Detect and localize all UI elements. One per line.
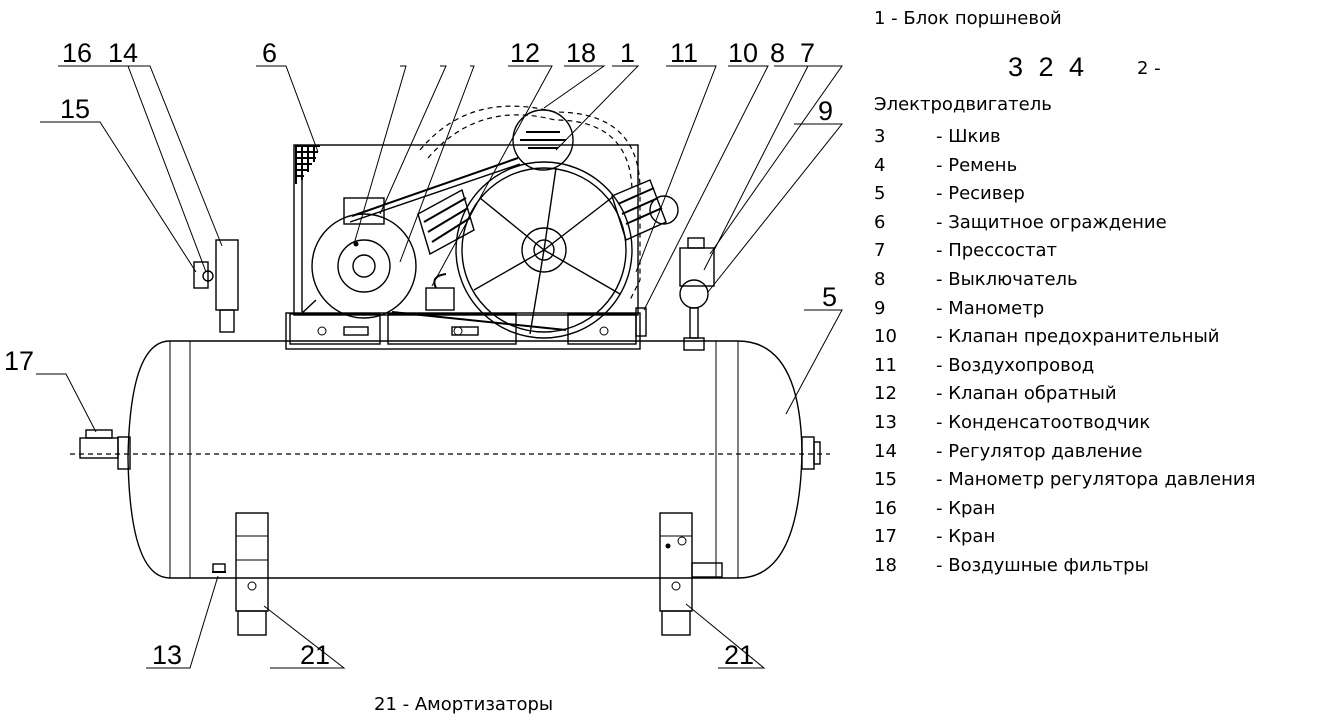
bottom-caption: 21 - Амортизаторы xyxy=(374,694,554,715)
receiver-tank xyxy=(70,340,830,579)
legend-item-18: 18 - Воздушные фильтры xyxy=(874,555,1149,576)
legend-motor: Электродвигатель xyxy=(874,94,1052,115)
pressostat xyxy=(679,237,715,351)
check-valve-12 xyxy=(425,273,455,311)
legend-item-label: - Воздушные фильтры xyxy=(936,555,1149,576)
legend-item-label: - Шкив xyxy=(936,126,1001,147)
legend-item-12: 12 - Клапан обратный xyxy=(874,383,1117,404)
legend-item-number: 13 xyxy=(874,412,897,433)
legend-item-number: 5 xyxy=(874,183,886,205)
legend-item-number: 17 xyxy=(874,526,897,548)
legend-item-number: 18 xyxy=(874,555,897,576)
callout-15: 15 xyxy=(60,94,90,124)
legend-big-numbers: 3 2 4 xyxy=(1008,52,1089,82)
legend-item-label: - Кран xyxy=(936,497,996,519)
callout-18: 18 xyxy=(566,38,596,68)
piston-block xyxy=(417,105,679,301)
callout-5: 5 xyxy=(822,282,837,312)
legend-item-4: 4 - Ремень xyxy=(874,155,1017,176)
legend-item-label: - Прессостат xyxy=(936,240,1057,262)
legend-item-label: - Манометр регулятора давления xyxy=(936,469,1256,491)
legend-item-16: 16 - Кран xyxy=(874,498,995,519)
legend-item-3: 3 - Шкив xyxy=(874,126,1001,147)
legend-item-number: 9 xyxy=(874,297,886,319)
belt xyxy=(349,157,567,331)
legend-item-number: 12 xyxy=(874,383,897,405)
legend-item-label: - Конденсатоотводчик xyxy=(936,412,1151,433)
pressure-regulator xyxy=(193,239,239,333)
legend-first: 1 - Блок поршневой xyxy=(874,8,1062,29)
callout-6: 6 xyxy=(262,38,277,68)
callout-14: 14 xyxy=(108,38,138,68)
legend-item-number: 3 xyxy=(874,126,886,147)
legend-item-number: 15 xyxy=(874,469,897,491)
legend-item-number: 4 xyxy=(874,154,886,176)
legend-item-5: 5 - Ресивер xyxy=(874,183,1025,204)
legend-item-17: 17 - Кран xyxy=(874,526,995,547)
legend-item-number: 10 xyxy=(874,326,897,348)
legend-item-label: - Кран xyxy=(936,526,996,548)
callout-9: 9 xyxy=(818,96,833,126)
callout-11: 11 xyxy=(670,38,698,68)
legend-item-9: 9 - Манометр xyxy=(874,298,1044,319)
legend-item-label: - Ресивер xyxy=(936,183,1025,205)
condensate-drain-13 xyxy=(212,563,226,573)
callout-16: 16 xyxy=(62,38,92,68)
legend-item-label: - Манометр xyxy=(936,297,1045,319)
belt-guard-6 xyxy=(293,144,639,316)
legend-item-number: 7 xyxy=(874,240,886,262)
callout-1: 1 xyxy=(620,38,635,68)
callout-10: 10 xyxy=(728,38,758,68)
callout-7: 7 xyxy=(800,38,815,68)
legend-item-label: - Защитное ограждение xyxy=(936,211,1167,233)
legend-item-label: - Клапан предохранительный xyxy=(936,326,1220,348)
legend-item-8: 8 - Выключатель xyxy=(874,269,1078,290)
callout-13: 13 xyxy=(152,640,182,670)
callout-21-right: 21 xyxy=(724,640,754,670)
legend-item-label: - Регулятор давление xyxy=(936,440,1143,462)
legend-item-10: 10 - Клапан предохранительный xyxy=(874,326,1219,347)
legend-item-label: - Воздухопровод xyxy=(936,354,1095,376)
flywheel xyxy=(455,161,633,339)
callout-17: 17 xyxy=(4,346,34,376)
legend-item-number: 11 xyxy=(874,354,897,376)
electric-motor xyxy=(299,197,417,319)
legend-item-label: - Ремень xyxy=(936,154,1018,176)
foot-left xyxy=(235,512,269,636)
legend-big-suffix: 2 - xyxy=(1137,58,1161,79)
legend-item-number: 14 xyxy=(874,440,897,462)
legend-item-11: 11 - Воздухопровод xyxy=(874,355,1094,376)
legend-item-6: 6 - Защитное ограждение xyxy=(874,212,1167,233)
callout-12: 12 xyxy=(510,38,540,68)
callout-8: 8 xyxy=(770,38,785,68)
legend-item-14: 14 - Регулятор давление xyxy=(874,441,1142,462)
legend-item-label: - Выключатель xyxy=(936,269,1078,290)
foot-right xyxy=(659,512,723,636)
safety-valve-10 xyxy=(635,307,647,337)
compressor-drawing: 16 14 15 6 12 18 1 11 10 8 7 9 5 17 13 2… xyxy=(4,38,844,670)
legend-item-13: 13 - Конденсатоотводчик xyxy=(874,412,1150,433)
drain-tap-17 xyxy=(79,429,119,459)
legend-item-7: 7 - Прессостат xyxy=(874,240,1057,261)
legend-item-number: 16 xyxy=(874,497,897,519)
legend-item-number: 6 xyxy=(874,211,886,233)
legend-item-15: 15 - Манометр регулятора давления xyxy=(874,469,1255,490)
callout-21-left: 21 xyxy=(300,640,330,670)
callout-leaders xyxy=(36,65,844,669)
legend-item-number: 8 xyxy=(874,269,886,290)
legend-item-label: - Клапан обратный xyxy=(936,383,1117,405)
